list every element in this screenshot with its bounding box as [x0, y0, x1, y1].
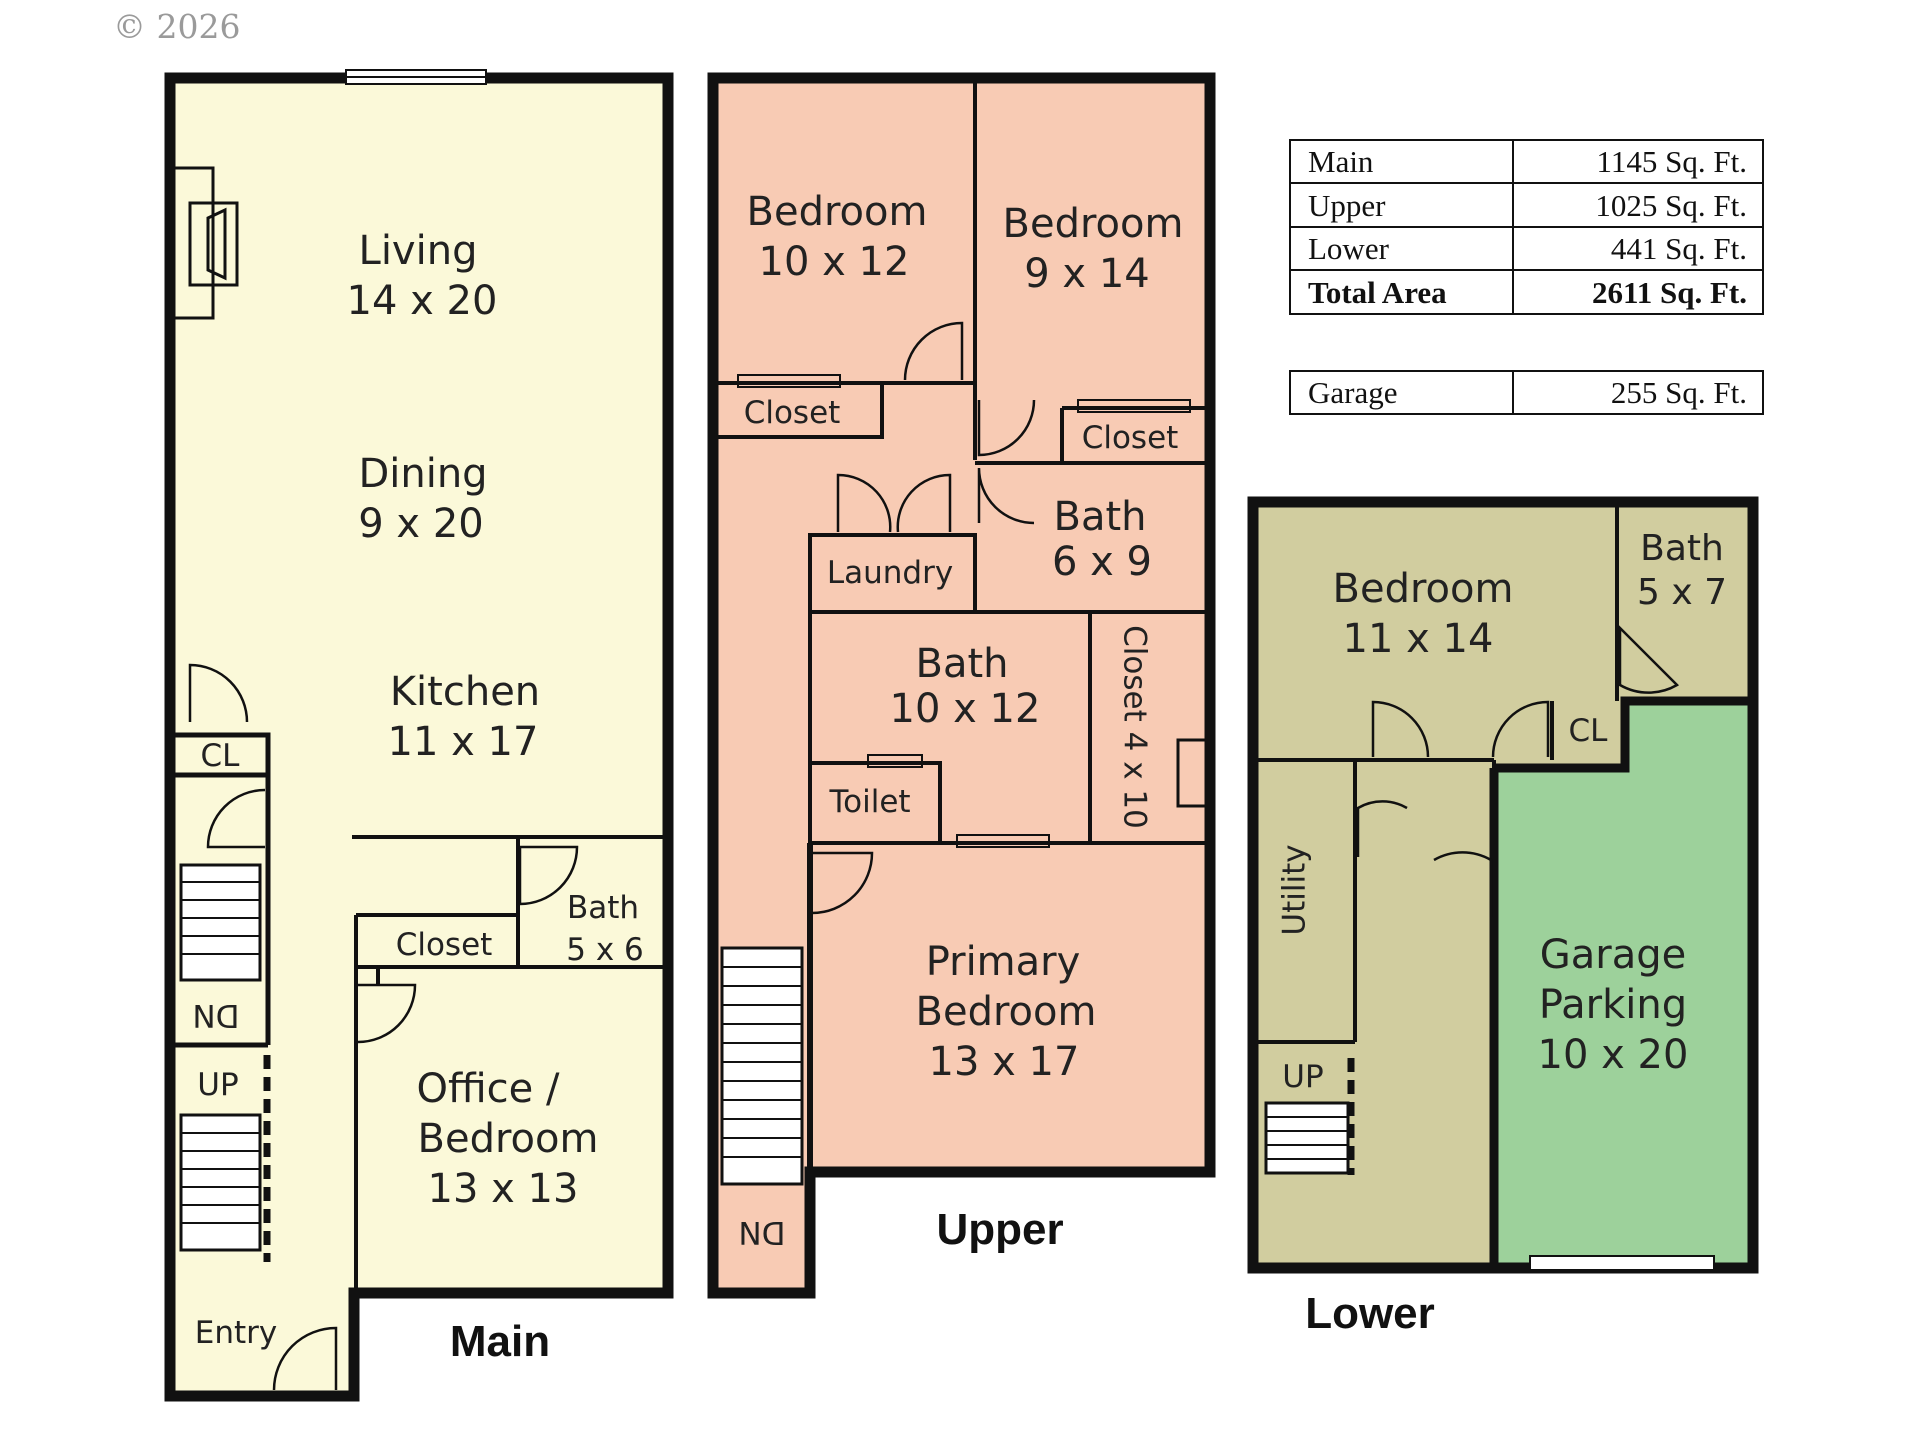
bath-size: 5 x 7 [1637, 572, 1727, 613]
closet-label: Closet 4 x 10 [1117, 625, 1153, 829]
primary-bedroom-size: 13 x 17 [929, 1039, 1080, 1085]
primary-bedroom-line2: Bedroom [916, 989, 1097, 1035]
living-room-size: 14 x 20 [347, 278, 498, 324]
door-icon [903, 321, 964, 381]
dn-label: DN [738, 1214, 785, 1250]
bedroom-size: 11 x 14 [1343, 616, 1494, 662]
door-icon [977, 467, 1035, 525]
cl-label: CL [201, 738, 241, 774]
entry-label: Entry [195, 1315, 277, 1351]
primary-bedroom-line1: Primary [926, 939, 1081, 985]
utility-label: Utility [1277, 844, 1313, 935]
main-floor: Living 14 x 20 Dining 9 x 20 Kitchen 11 … [164, 69, 674, 1402]
garage-area-label: Garage [1308, 375, 1398, 410]
table-row-value: 1025 Sq. Ft. [1595, 188, 1747, 223]
stairs-up [1264, 1058, 1355, 1175]
area-table: Main 1145 Sq. Ft. Upper 1025 Sq. Ft. Low… [1289, 139, 1764, 415]
lower-floor-label: Lower [1305, 1289, 1435, 1338]
door-icon [272, 1326, 338, 1391]
garage-wall [1489, 696, 1753, 1268]
up-label: UP [1282, 1059, 1323, 1095]
door-icon [357, 983, 417, 1044]
garage-name-line2: Parking [1539, 982, 1687, 1028]
laundry-label: Laundry [827, 555, 953, 591]
office-name-line1: Office / [417, 1066, 560, 1112]
office-name-line2: Bedroom [418, 1116, 599, 1162]
door-icon [1618, 624, 1680, 694]
table-row-label: Main [1308, 144, 1374, 179]
dining-room-name: Dining [358, 451, 487, 497]
door-icon [977, 399, 1036, 457]
up-label: UP [197, 1067, 238, 1103]
stairs-down [720, 946, 804, 1186]
door-icon [836, 473, 892, 533]
copyright-text: © 2026 [113, 7, 240, 46]
main-floor-label: Main [450, 1317, 550, 1366]
door-icon [206, 788, 266, 849]
bath-size: 6 x 9 [1052, 539, 1152, 585]
door-icon [1491, 700, 1550, 758]
bath-name: Bath [916, 641, 1009, 687]
door-icon [1356, 800, 1408, 857]
dining-room-size: 9 x 20 [358, 501, 483, 547]
fireplace-icon [175, 166, 215, 320]
door-icon [1433, 851, 1493, 917]
closet-label: Closet [396, 927, 493, 963]
door-icon [811, 851, 874, 915]
dn-label: DN [192, 997, 239, 1033]
bath-size: 10 x 12 [890, 686, 1041, 732]
bath-size: 5 x 6 [566, 932, 644, 968]
lower-floor: Bedroom 11 x 14 Bath 5 x 7 CL Utility UP… [1247, 496, 1759, 1338]
lower-floor-outline [1247, 496, 1759, 1274]
table-row-value: 1145 Sq. Ft. [1597, 144, 1747, 179]
bath-name: Bath [1054, 494, 1147, 540]
bedroom-name: Bedroom [1333, 566, 1514, 612]
garage-fill [1496, 701, 1750, 1265]
closet-label: Closet [744, 395, 841, 431]
stairs-down [179, 863, 262, 982]
table-row-label: Lower [1308, 231, 1390, 266]
garage-area-value: 255 Sq. Ft. [1611, 375, 1747, 410]
office-size: 13 x 13 [428, 1166, 579, 1212]
main-floor-fill [170, 78, 668, 1396]
bedroom-name: Bedroom [1003, 201, 1184, 247]
upper-floor: Bedroom 10 x 12 Bedroom 9 x 14 Closet Cl… [707, 72, 1216, 1299]
garage-area-row [1289, 370, 1764, 415]
bedroom-size: 10 x 12 [759, 239, 910, 285]
living-room-name: Living [359, 228, 478, 274]
garage-size: 10 x 20 [1538, 1032, 1689, 1078]
door-icon [188, 663, 249, 723]
stairs-up [179, 1055, 271, 1262]
garage-door [1529, 1255, 1715, 1271]
bath-name: Bath [1640, 528, 1724, 569]
door-icon [518, 845, 579, 906]
table-row-value: 441 Sq. Ft. [1611, 231, 1747, 266]
kitchen-size: 11 x 17 [388, 719, 539, 765]
upper-floor-label: Upper [936, 1205, 1063, 1254]
total-area-value: 2611 Sq. Ft. [1592, 275, 1747, 310]
door-icon [896, 473, 952, 533]
closet-label: Closet [1082, 420, 1179, 456]
bath-name: Bath [567, 890, 639, 926]
cl-label: CL [1569, 713, 1609, 749]
garage-name-line1: Garage [1540, 932, 1686, 978]
bedroom-name: Bedroom [747, 189, 928, 235]
bedroom-size: 9 x 14 [1024, 251, 1149, 297]
table-row-label: Upper [1308, 188, 1386, 223]
toilet-label: Toilet [828, 784, 910, 820]
total-area-label: Total Area [1308, 275, 1447, 310]
kitchen-name: Kitchen [390, 669, 540, 715]
door-icon [1371, 700, 1430, 758]
